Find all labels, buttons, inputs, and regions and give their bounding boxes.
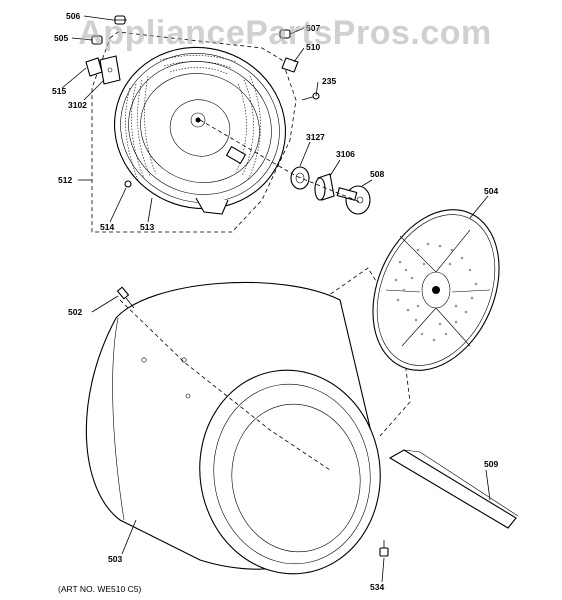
baffle-part-509 <box>388 449 519 529</box>
drum-rear-plate-part-504 <box>372 209 500 371</box>
callout-515: 515 <box>52 86 66 96</box>
drum-part-503 <box>85 281 381 575</box>
callout-506: 506 <box>66 11 80 21</box>
callout-3102: 3102 <box>68 100 87 110</box>
screw-part-534 <box>379 540 389 557</box>
callout-510: 510 <box>306 42 320 52</box>
callout-3127: 3127 <box>306 132 325 142</box>
rear-panel-heater-part-512 <box>114 46 286 215</box>
callout-513: 513 <box>140 222 154 232</box>
heater-assembly-outline <box>91 31 297 233</box>
bracket-part-3102 <box>99 55 121 85</box>
callout-502: 502 <box>68 307 82 317</box>
callout-3106: 3106 <box>336 149 355 159</box>
thermostat-part-506 <box>113 15 127 25</box>
callout-507: 507 <box>306 23 320 33</box>
callout-503: 503 <box>108 554 122 564</box>
shaft-part-508 <box>336 185 371 215</box>
bearing-part-3106 <box>314 173 335 201</box>
callout-505: 505 <box>54 33 68 43</box>
art-number: (ART NO. WE510 C5) <box>58 584 141 594</box>
callout-512: 512 <box>58 175 72 185</box>
callout-534: 534 <box>370 582 384 592</box>
thermostat-part-505 <box>91 35 103 45</box>
screw-part-514 <box>124 180 132 188</box>
callout-514: 514 <box>100 222 114 232</box>
callout-504: 504 <box>484 186 498 196</box>
callout-235: 235 <box>322 76 336 86</box>
leader-lines <box>61 15 491 583</box>
alignment-line-upper <box>199 119 361 203</box>
callout-508: 508 <box>370 169 384 179</box>
callout-509: 509 <box>484 459 498 469</box>
thermostat-part-507 <box>279 29 291 39</box>
screw-part-502 <box>116 286 135 309</box>
alignment-line-drum-front <box>119 299 331 471</box>
